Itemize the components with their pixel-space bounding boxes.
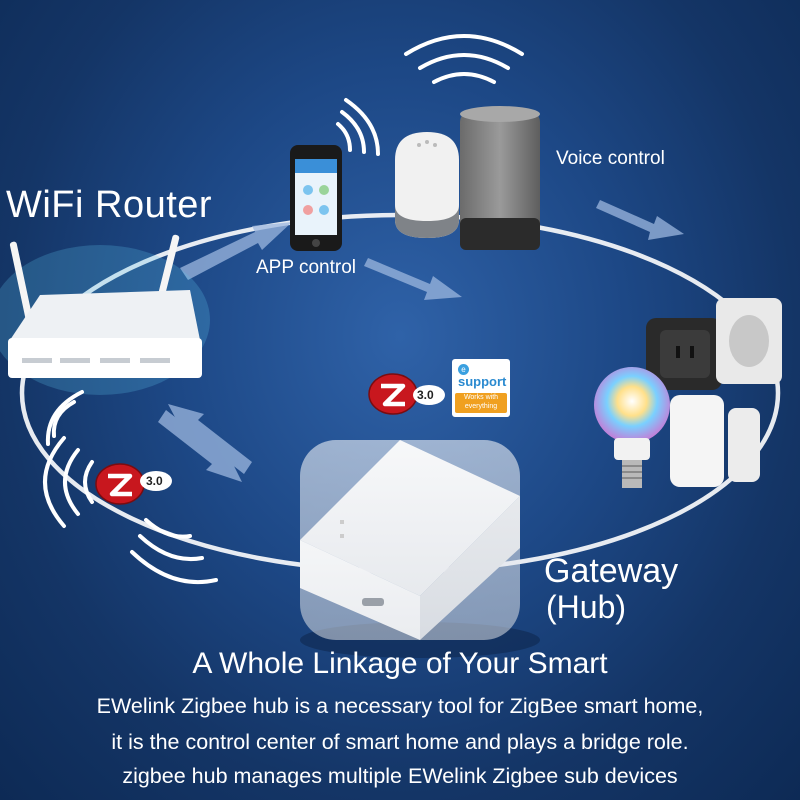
smart-plug-icon <box>646 318 722 390</box>
smart-speaker-icon <box>395 132 459 238</box>
ewelink-support-word: support <box>458 374 507 389</box>
zigbee-logo-icon <box>368 373 445 415</box>
description-line: it is the control center of smart home a… <box>111 730 689 754</box>
description-line: zigbee hub manages multiple EWelink Zigb… <box>122 764 678 788</box>
smart-switch-icon <box>716 298 782 384</box>
voice-control-label: Voice control <box>556 148 665 169</box>
zigbee-version-label: 3.0 <box>417 388 434 402</box>
ewelink-logo-icon: e <box>458 364 469 375</box>
description-line: EWelink Zigbee hub is a necessary tool f… <box>96 694 704 718</box>
headline: A Whole Linkage of Your Smart <box>192 647 608 680</box>
signal-waves-icon <box>336 98 380 156</box>
gateway-label: Gateway <box>544 552 679 590</box>
smart-tower-speaker-icon <box>460 106 540 250</box>
ewelink-tagline: Works with everything <box>455 393 507 413</box>
zigbee-logo-icon <box>95 463 172 505</box>
door-sensor-icon <box>670 395 760 487</box>
smart-bulb-icon <box>594 367 670 488</box>
gateway-hub-icon <box>300 440 540 658</box>
zigbee-version-label: 3.0 <box>146 474 163 488</box>
wifi-router-icon <box>0 234 210 395</box>
direction-arrows <box>158 200 684 482</box>
ewelink-support-badge: e support Works with everything <box>452 359 510 417</box>
hub-label: (Hub) <box>546 589 627 625</box>
app-control-label: APP control <box>256 257 356 278</box>
smartphone-icon <box>290 145 342 251</box>
wifi-router-label: WiFi Router <box>6 184 213 226</box>
